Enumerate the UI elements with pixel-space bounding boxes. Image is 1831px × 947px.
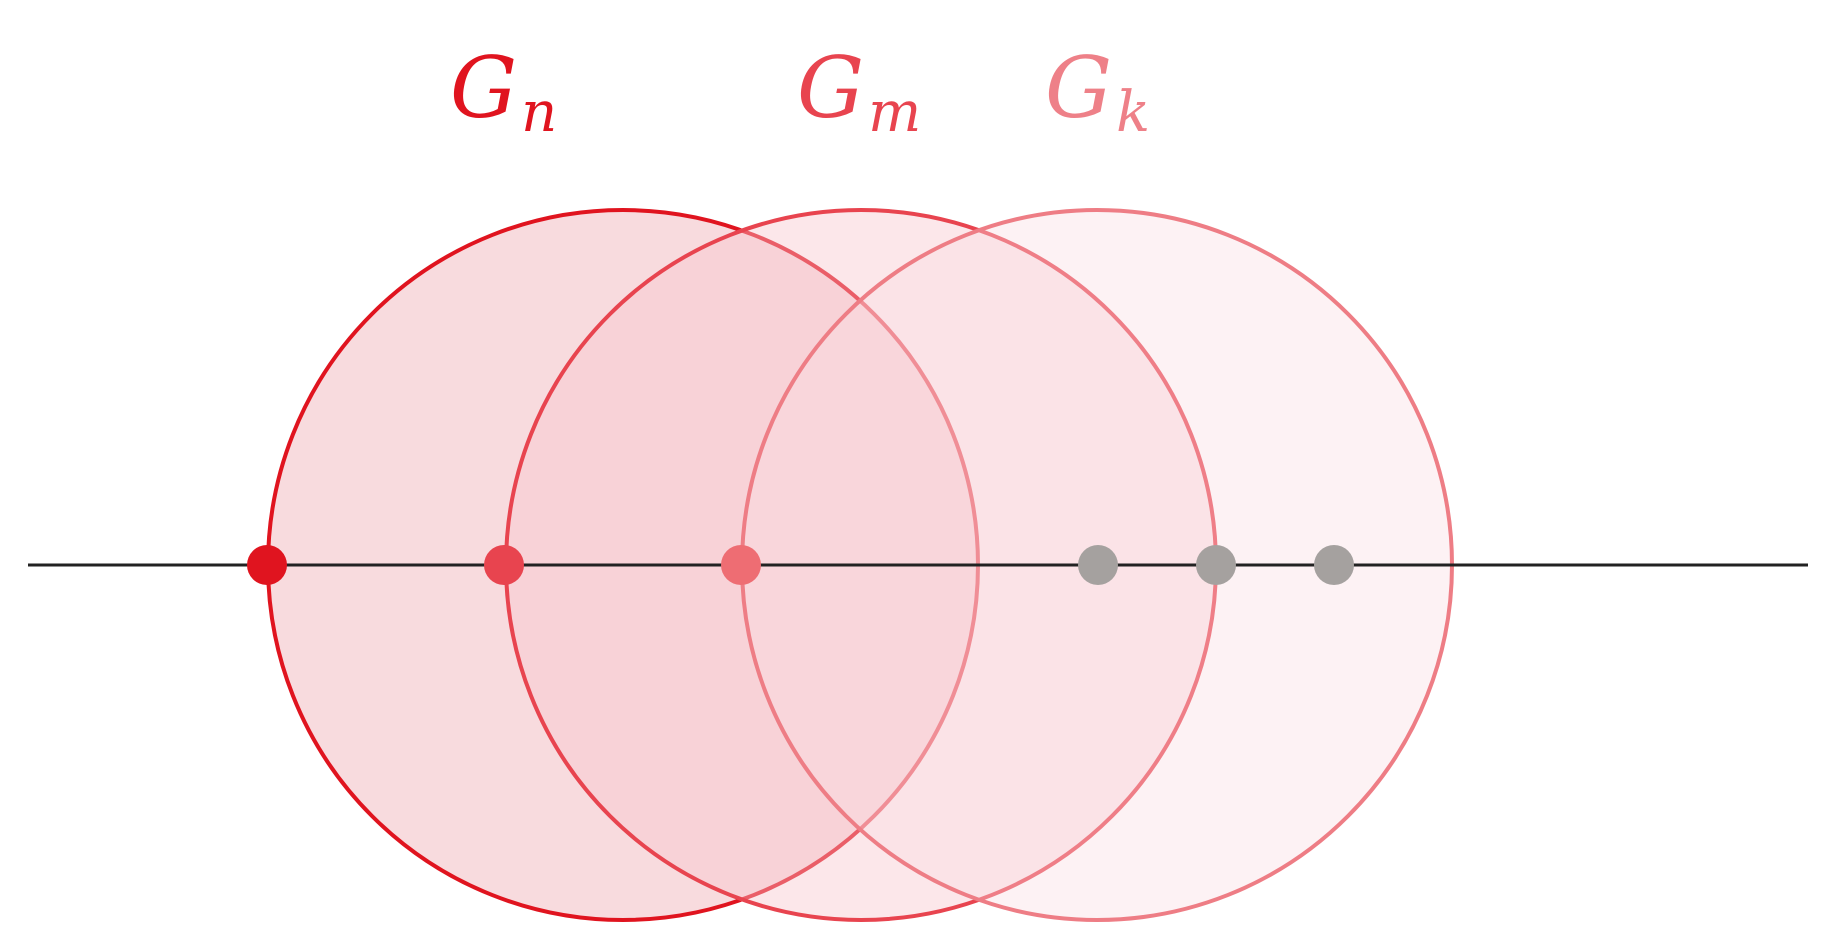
label-G-k: Gk [1045,39,1150,145]
label-G-n: Gn [450,39,557,145]
label-subscript: m [868,80,921,145]
point-2-active [484,545,524,585]
point-5-inactive [1196,545,1236,585]
label-G-m: Gm [797,39,921,145]
label-subscript: n [521,80,557,145]
label-base: G [1045,39,1112,137]
label-base: G [797,39,864,137]
points-layer [247,545,1354,585]
point-4-inactive [1078,545,1118,585]
label-subscript: k [1116,80,1150,145]
point-6-inactive [1314,545,1354,585]
point-1-active [247,545,287,585]
point-3-active [721,545,761,585]
label-base: G [450,39,517,137]
